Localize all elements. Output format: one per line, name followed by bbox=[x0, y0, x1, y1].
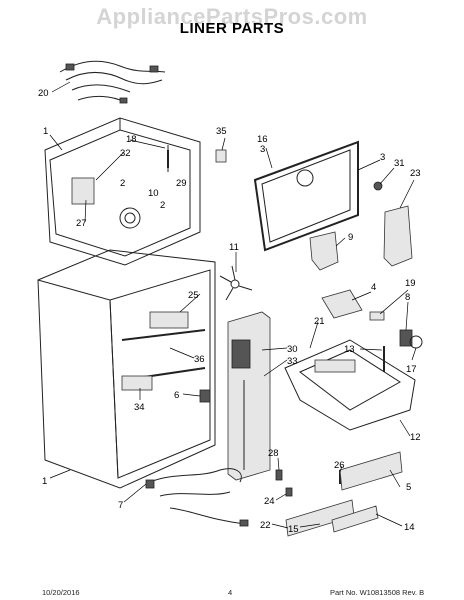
footer-date: 10/20/2016 bbox=[42, 588, 80, 597]
callout-3: 3 bbox=[260, 144, 265, 155]
callout-22: 22 bbox=[260, 520, 271, 531]
callout-36: 36 bbox=[194, 354, 205, 365]
evaporator-cover-frame bbox=[253, 140, 359, 252]
callout-33: 33 bbox=[287, 356, 298, 367]
callout-2: 2 bbox=[120, 178, 125, 189]
callout-20: 20 bbox=[38, 88, 49, 99]
callout-11: 11 bbox=[229, 242, 239, 253]
callout-21: 21 bbox=[314, 316, 325, 327]
callout-13: 13 bbox=[344, 344, 355, 355]
callout-12: 12 bbox=[410, 432, 421, 443]
part-24 bbox=[285, 487, 293, 497]
part-4 bbox=[321, 289, 363, 319]
callout-7: 7 bbox=[118, 500, 123, 511]
callout-5: 5 bbox=[406, 482, 411, 493]
part-35 bbox=[215, 149, 227, 163]
callout-27: 27 bbox=[76, 218, 87, 229]
drain-pan-assembly bbox=[284, 339, 416, 431]
callout-31: 31 bbox=[394, 158, 405, 169]
callout-16: 16 bbox=[257, 134, 268, 145]
callout-9: 9 bbox=[348, 232, 353, 243]
fresh-food-liner bbox=[37, 249, 216, 489]
fan-blade bbox=[219, 265, 253, 301]
callout-4: 4 bbox=[371, 282, 376, 293]
callout-1: 1 bbox=[43, 126, 48, 137]
callout-17: 17 bbox=[406, 364, 417, 375]
part-28 bbox=[275, 469, 283, 481]
callout-24: 24 bbox=[264, 496, 275, 507]
duct-9 bbox=[309, 231, 339, 271]
air-tower bbox=[227, 311, 271, 481]
callout-23: 23 bbox=[410, 168, 421, 179]
freezer-liner bbox=[44, 117, 201, 266]
footer-page-number: 4 bbox=[228, 588, 233, 597]
callout-34: 34 bbox=[134, 402, 145, 413]
callout-10: 10 bbox=[148, 188, 159, 199]
callout-18: 18 bbox=[126, 134, 137, 145]
leader-lines bbox=[49, 81, 417, 529]
part-6 bbox=[199, 389, 211, 403]
part-5 bbox=[339, 451, 403, 491]
wiring-harness-bottom bbox=[145, 468, 249, 527]
footer-part-number: Part No. W10813508 Rev. B bbox=[330, 588, 425, 597]
callout-8: 8 bbox=[405, 292, 410, 303]
watermark: AppliancePartsPros.com bbox=[96, 4, 368, 29]
callout-28: 28 bbox=[268, 448, 279, 459]
callout-3b: 3 bbox=[380, 152, 385, 163]
part-14 bbox=[331, 505, 379, 533]
callout-15: 15 bbox=[288, 524, 299, 535]
callout-25: 25 bbox=[188, 290, 199, 301]
callout-30: 30 bbox=[287, 344, 298, 355]
callout-19: 19 bbox=[405, 278, 416, 289]
callout-32: 32 bbox=[120, 148, 131, 159]
callout-35: 35 bbox=[216, 126, 227, 137]
callout-labels: 20 1 18 35 32 2 10 2 27 29 16 3 3 31 23 … bbox=[38, 88, 421, 535]
callout-14: 14 bbox=[404, 522, 415, 533]
callout-1b: 1 bbox=[42, 476, 47, 487]
callout-6: 6 bbox=[174, 390, 179, 401]
bracket-23 bbox=[383, 205, 413, 267]
callout-26: 26 bbox=[334, 460, 345, 471]
wiring-harness-top bbox=[59, 60, 166, 104]
callout-2b: 2 bbox=[160, 200, 165, 211]
callout-29: 29 bbox=[176, 178, 187, 189]
part-19 bbox=[369, 311, 385, 321]
page-title: LINER PARTS bbox=[179, 20, 285, 37]
